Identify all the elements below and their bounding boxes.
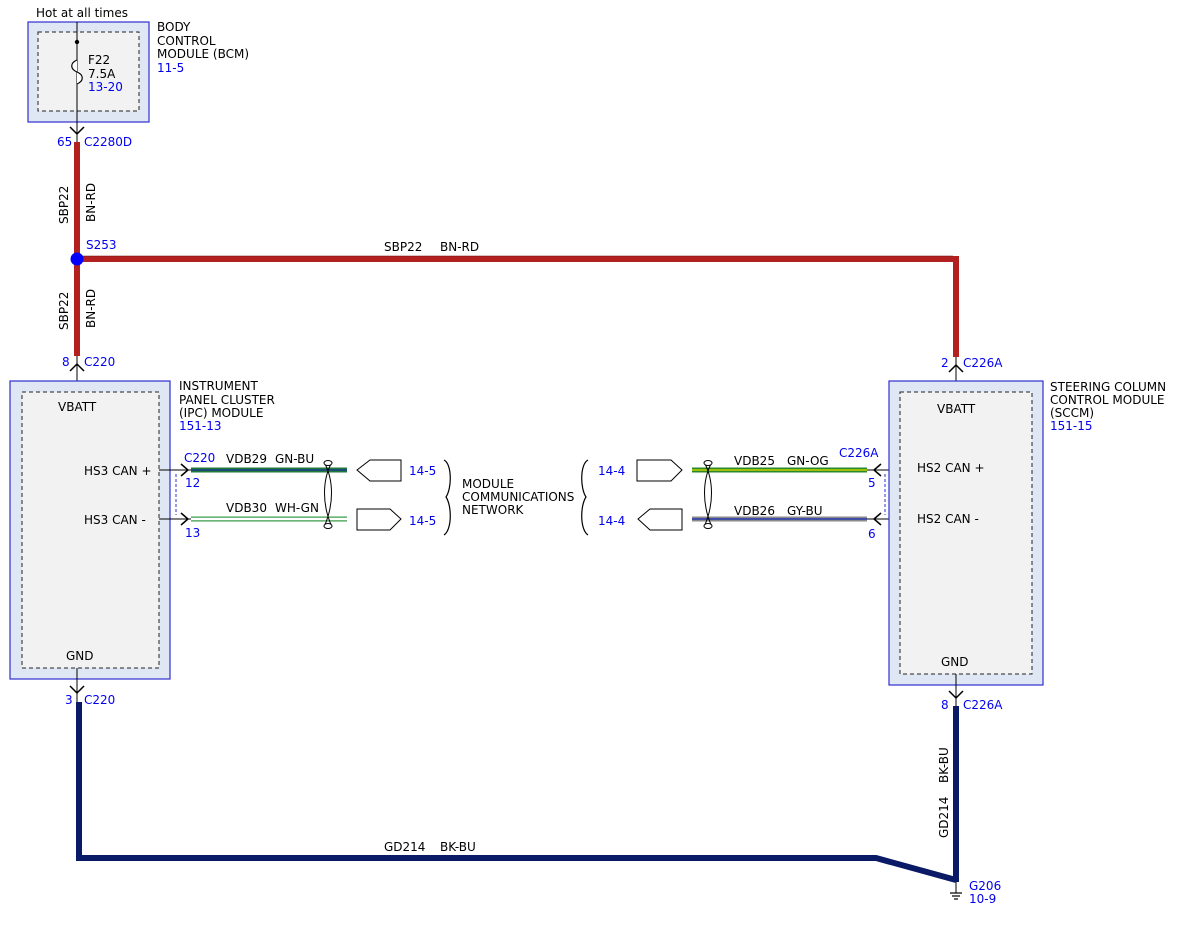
bcm-title-line-1: BODY <box>157 20 191 34</box>
bcm-title-line-2: CONTROL <box>157 34 216 48</box>
wire-gd214-h-color: BK-BU <box>440 840 476 854</box>
network-label-line-2: COMMUNICATIONS <box>462 490 574 504</box>
ipc-gnd-pin: 3 <box>65 693 73 707</box>
sccm-vbatt-pin: 2 <box>941 356 949 370</box>
wire-gd214-horizontal[interactable] <box>76 702 957 883</box>
bcm-supply-node <box>74 39 80 45</box>
fuse-rating: 7.5A <box>88 67 116 81</box>
wire-gd214-h-circuit: GD214 <box>384 840 425 854</box>
wire-sbp22-horizontal[interactable] <box>77 256 959 357</box>
wire-vdb30-circuit: VDB30 <box>226 501 267 515</box>
network-label-line-1: MODULE <box>462 477 514 491</box>
sccm-can-low-ref-link[interactable]: 14-4 <box>598 514 625 528</box>
sccm-can-high-chevron-icon <box>872 463 882 477</box>
wire-gd214-v-color: BK-BU <box>937 747 951 783</box>
fuse-ref-link[interactable]: 13-20 <box>88 80 123 94</box>
ipc-can-high-pin: 12 <box>185 476 200 490</box>
sccm-can-low-chevron-icon <box>872 512 882 526</box>
sccm-title-line-2: CONTROL MODULE <box>1050 393 1165 407</box>
ipc-vbatt-connector-link[interactable]: C220 <box>84 355 115 369</box>
wire-vdb30-color: WH-GN <box>275 501 319 515</box>
sccm-vbatt-label: VBATT <box>937 402 976 416</box>
bcm-connector-chevron-icon <box>69 126 85 136</box>
wire-gd214-v-circuit: GD214 <box>937 797 951 838</box>
sccm-ref-link[interactable]: 151-15 <box>1050 419 1093 433</box>
ipc-vbatt-label: VBATT <box>58 400 97 414</box>
fuse-name: F22 <box>88 53 110 67</box>
sccm-can-connector-link[interactable]: C226A <box>839 446 879 460</box>
network-left-brace-icon <box>443 459 451 536</box>
sccm-inner-box <box>899 391 1033 675</box>
bcm-title-line-3: MODULE (BCM) <box>157 47 249 61</box>
fuse-f22-icon[interactable] <box>71 59 83 85</box>
bcm-pin: 65 <box>57 135 72 149</box>
wire-sbp22-h-circuit: SBP22 <box>384 240 422 254</box>
wire-vdb25-circuit: VDB25 <box>734 454 775 468</box>
bcm-inner-box <box>37 31 140 112</box>
wire-vdb26-color: GY-BU <box>787 504 823 518</box>
ipc-can-low-label: HS3 CAN - <box>84 513 146 527</box>
wire-sbp22-h-color: BN-RD <box>440 240 479 254</box>
ground-g206-ref-link[interactable]: 10-9 <box>969 892 996 906</box>
ground-g206-label[interactable]: G206 <box>969 879 1001 893</box>
ipc-gnd-label: GND <box>66 649 94 663</box>
wire-sbp22-top-circuit: SBP22 <box>57 186 71 224</box>
ipc-can-low-ref-link[interactable]: 14-5 <box>409 514 436 528</box>
ipc-can-connector-link[interactable]: C220 <box>184 451 215 465</box>
sccm-gnd-chevron-icon <box>948 690 964 700</box>
ipc-can-low-offpage-icon[interactable] <box>356 508 402 531</box>
ipc-can-high-offpage-icon[interactable] <box>356 459 402 482</box>
sccm-can-high-offpage-icon[interactable] <box>636 459 683 482</box>
supply-label: Hot at all times <box>36 6 128 20</box>
sccm-title-line-3: (SCCM) <box>1050 406 1094 420</box>
sccm-twisted-pair-icon <box>703 461 713 528</box>
sccm-can-high-pin: 5 <box>868 476 876 490</box>
network-label-line-3: NETWORK <box>462 503 525 517</box>
splice-s253-dot[interactable] <box>70 252 84 266</box>
network-right-brace-icon <box>581 459 589 536</box>
splice-s253-label[interactable]: S253 <box>86 238 117 252</box>
sccm-gnd-pin: 8 <box>941 698 949 712</box>
wire-vdb26-circuit: VDB26 <box>734 504 775 518</box>
wire-sbp22-bottom-circuit: SBP22 <box>57 292 71 330</box>
ipc-can-low-chevron-icon <box>180 512 190 526</box>
ground-g206-icon[interactable] <box>950 882 962 900</box>
bcm-connector-link[interactable]: C2280D <box>84 135 132 149</box>
sccm-title-line-1: STEERING COLUMN <box>1050 380 1166 394</box>
ipc-inner-box <box>21 391 160 669</box>
ipc-can-high-chevron-icon <box>180 463 190 477</box>
ipc-title-line-2: PANEL CLUSTER <box>179 393 275 407</box>
ipc-title-line-1: INSTRUMENT <box>179 379 258 393</box>
ipc-gnd-connector-link[interactable]: C220 <box>84 693 115 707</box>
ipc-can-high-label: HS3 CAN + <box>84 464 152 478</box>
wire-vdb29-circuit: VDB29 <box>226 452 267 466</box>
ipc-title-line-3: (IPC) MODULE <box>179 406 263 420</box>
wire-vdb25-color: GN-OG <box>787 454 829 468</box>
ipc-vbatt-pin: 8 <box>62 355 70 369</box>
sccm-gnd-connector-link[interactable]: C226A <box>963 698 1003 712</box>
ipc-twisted-pair-icon <box>323 461 333 528</box>
sccm-can-high-ref-link[interactable]: 14-4 <box>598 464 625 478</box>
ipc-ref-link[interactable]: 151-13 <box>179 419 222 433</box>
ipc-can-low-pin: 13 <box>185 526 200 540</box>
sccm-can-high-label: HS2 CAN + <box>917 461 985 475</box>
wire-sbp22-bottom-color: BN-RD <box>84 289 98 328</box>
sccm-gnd-label: GND <box>941 655 969 669</box>
sccm-can-low-offpage-icon[interactable] <box>637 508 683 531</box>
sccm-can-low-pin: 6 <box>868 527 876 541</box>
bcm-ref-link[interactable]: 11-5 <box>157 61 184 75</box>
wire-sbp22-top-color: BN-RD <box>84 183 98 222</box>
sccm-vbatt-connector-link[interactable]: C226A <box>963 356 1003 370</box>
ipc-can-high-ref-link[interactable]: 14-5 <box>409 464 436 478</box>
sccm-can-low-label: HS2 CAN - <box>917 512 979 526</box>
wire-vdb29-color: GN-BU <box>275 452 314 466</box>
ipc-gnd-chevron-icon <box>69 685 85 695</box>
